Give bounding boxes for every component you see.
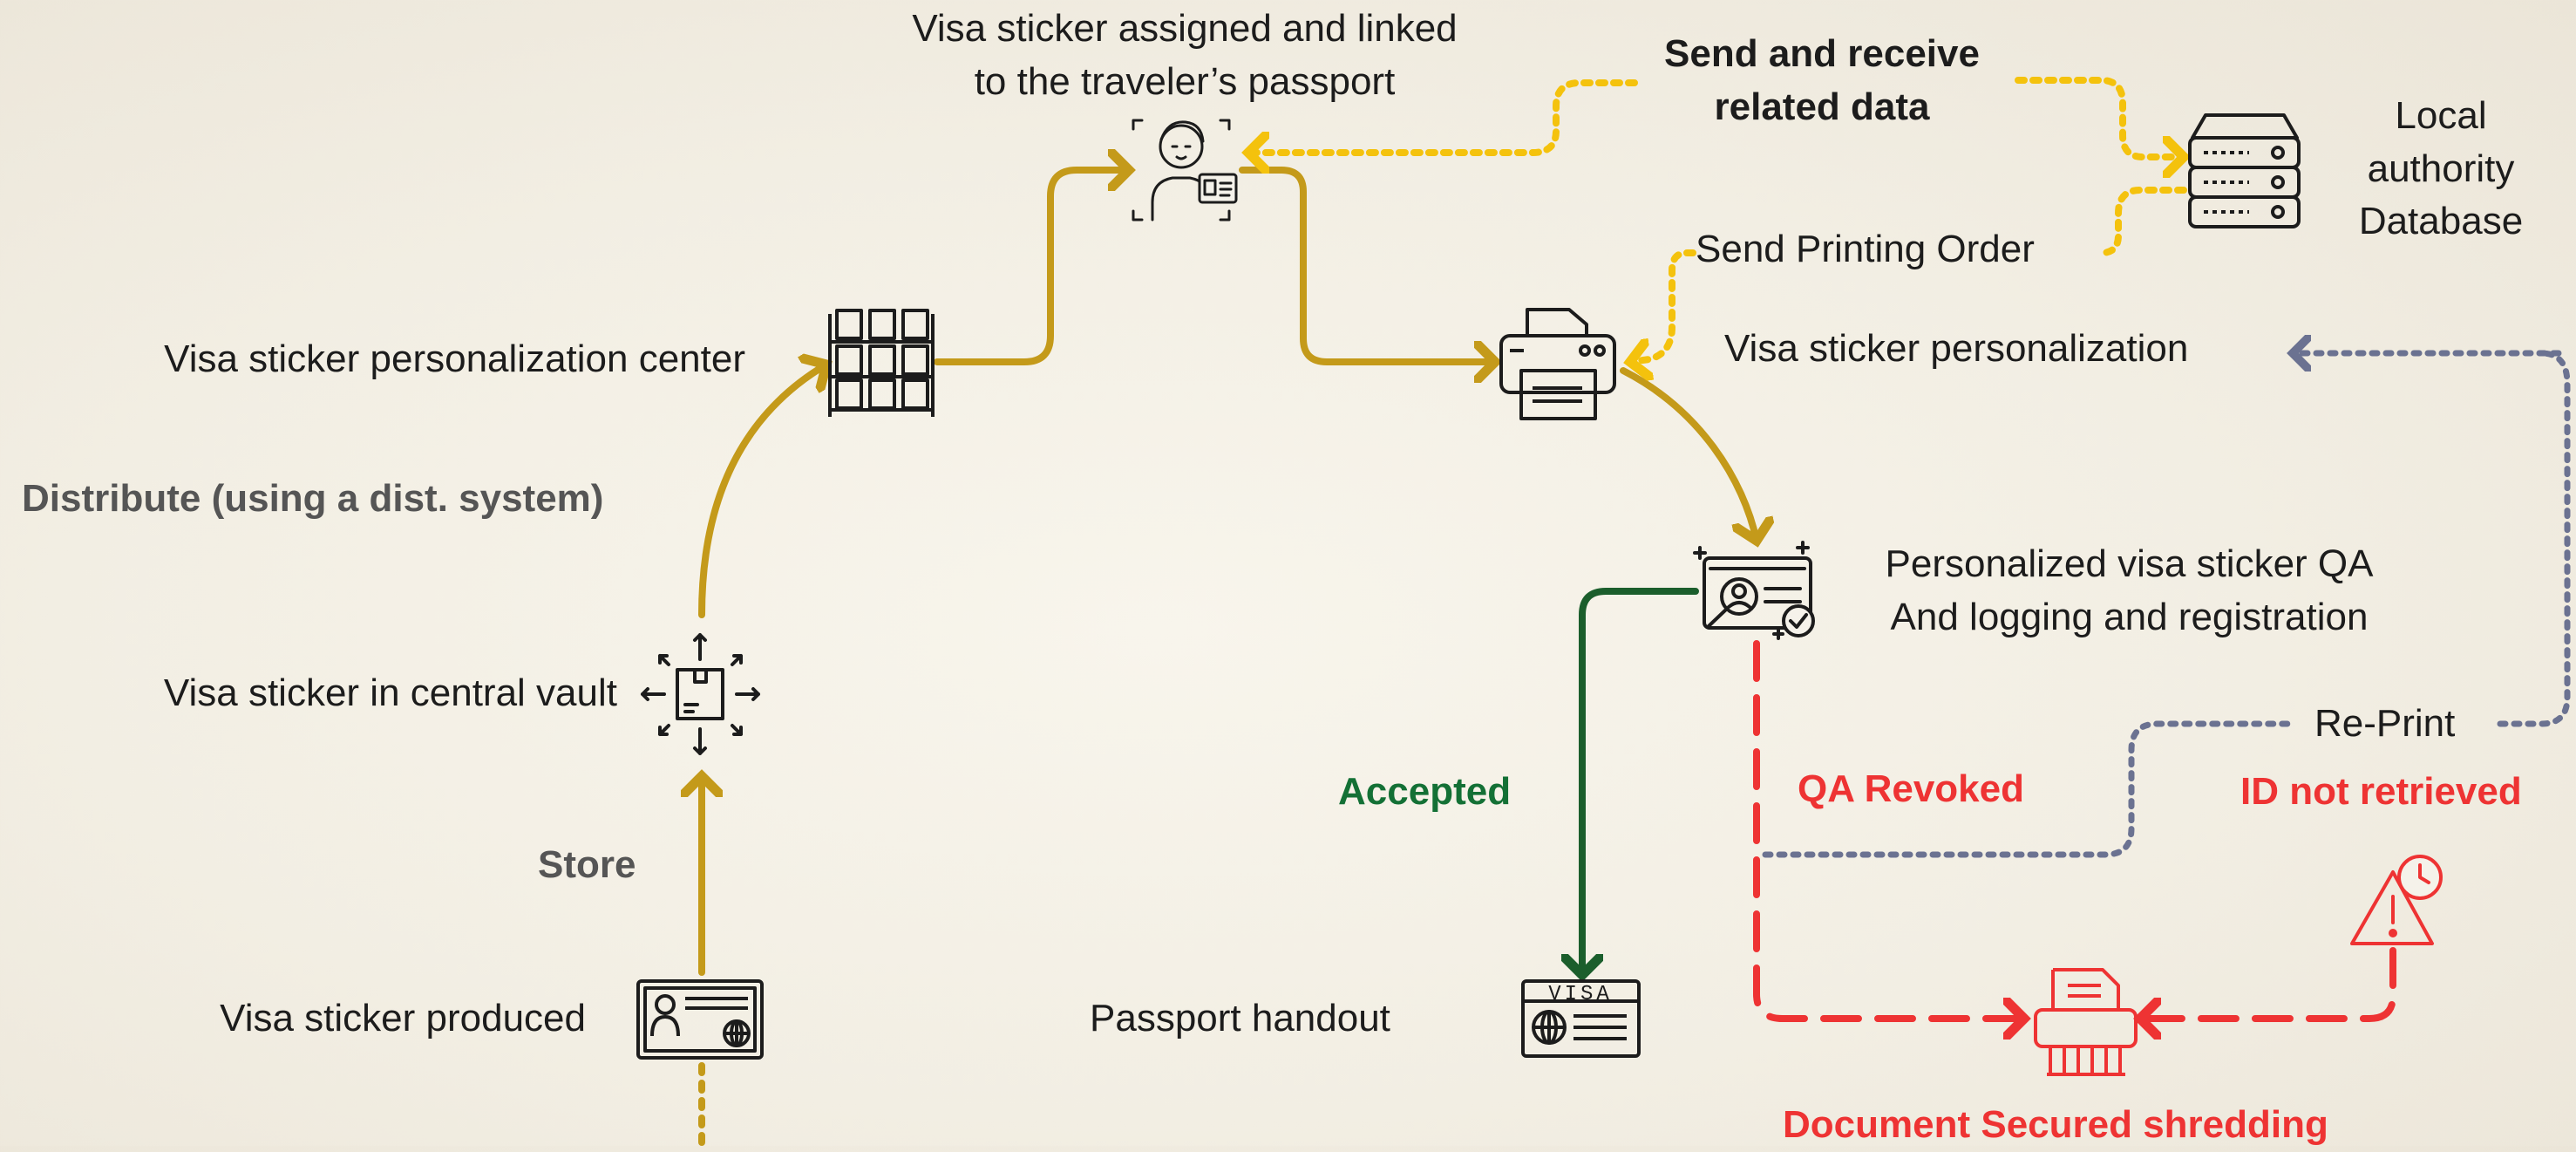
label-personalization-center: Visa sticker personalization center <box>164 337 745 380</box>
label-send-printing: Send Printing Order <box>1696 228 2035 270</box>
traveler-passport-icon <box>1132 119 1238 222</box>
label-qa-revoked: QA Revoked <box>1798 767 2025 810</box>
shredding-connectors <box>1753 640 2396 1019</box>
visa-card-icon <box>636 979 764 1060</box>
label-qa: Personalized visa sticker QA And logging… <box>1885 542 2374 638</box>
arrow-vault-to-center <box>698 365 826 618</box>
label-handout: Passport handout <box>1090 997 1390 1040</box>
label-personalization: Visa sticker personalization <box>1724 327 2189 370</box>
qa-certificate-icon <box>1693 541 1815 640</box>
label-visa-assigned: Visa sticker assigned and linked to the … <box>912 7 1458 103</box>
printer-icon <box>1499 308 1616 420</box>
vault-box-icon <box>641 633 760 755</box>
arrow-traveler-to-printer <box>1239 167 1495 362</box>
alert-clock-icon <box>2350 855 2443 945</box>
label-id-not-retrieved: ID not retrieved <box>2240 770 2522 813</box>
label-reprint: Re-Print <box>2314 702 2456 745</box>
arrow-qa-revoked-to-reprint <box>1762 720 2296 858</box>
passport-visa-icon <box>1521 979 1641 1058</box>
arrow-printing-order-to-printer <box>1630 249 1696 362</box>
arrow-data-to-server <box>2015 77 2184 157</box>
arrow-qa-to-shredder <box>1753 640 2024 1019</box>
label-produced: Visa sticker produced <box>220 997 586 1040</box>
arrow-qa-to-handout <box>1582 588 1699 975</box>
arrow-data-to-traveler <box>1248 79 1638 153</box>
main-flow-connectors <box>698 167 1757 1146</box>
shelf-storage-icon <box>828 309 935 417</box>
reprint-connectors <box>1762 350 2571 858</box>
arrow-server-to-printing-order <box>2097 187 2187 256</box>
arrow-printer-to-qa <box>1620 367 1757 541</box>
visa-badge-text: VISA <box>1548 983 1613 1006</box>
arrow-reprint-to-right-edge <box>2497 350 2571 727</box>
arrow-alert-to-shredder <box>2140 947 2396 1019</box>
label-store: Store <box>538 843 636 886</box>
label-central-vault: Visa sticker in central vault <box>163 671 617 714</box>
data-flow-connectors <box>1248 77 2187 362</box>
label-local-db: Local authority Database <box>2358 94 2524 243</box>
label-distribute: Distribute (using a dist. system) <box>22 477 604 520</box>
label-accepted: Accepted <box>1338 770 1512 813</box>
label-shredding: Document Secured shredding <box>1783 1103 2328 1146</box>
label-send-receive: Send and receive related data <box>1664 32 1980 128</box>
server-database-icon <box>2188 113 2301 228</box>
shredder-icon <box>2034 968 2138 1076</box>
arrow-center-to-traveler <box>934 170 1129 365</box>
